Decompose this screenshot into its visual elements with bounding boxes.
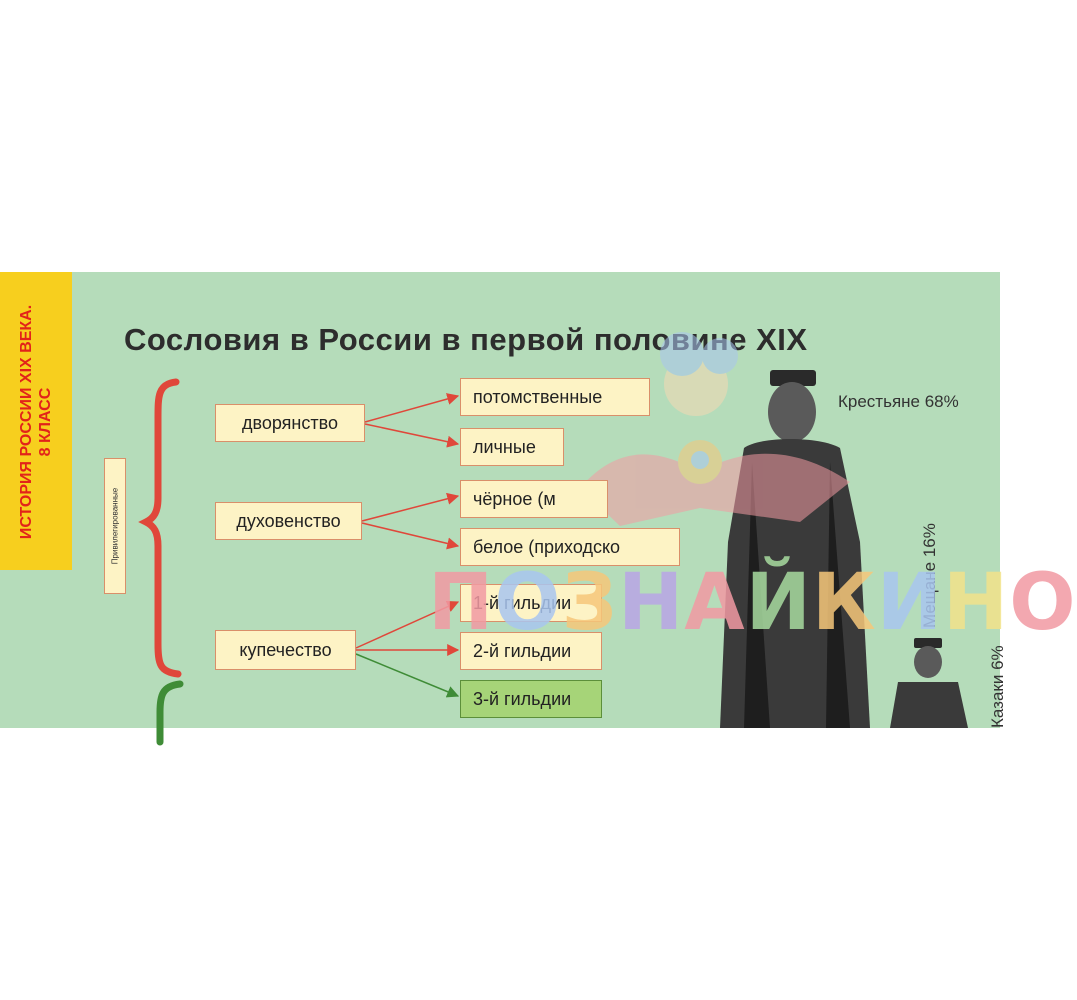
subgroup-black-clergy: чёрное (м xyxy=(460,480,608,518)
arrow-clergy-black xyxy=(361,492,460,522)
peasants-share: Крестьяне 68% xyxy=(838,392,959,411)
arrow-clergy-white xyxy=(361,522,460,550)
subgroup-guild-3: 3-й гильдии xyxy=(460,680,602,718)
cossacks-share: Казаки 6% xyxy=(988,645,1007,728)
arrow-nobility-hereditary xyxy=(364,393,460,423)
subgroup-guild-2: 2-й гильдии xyxy=(460,632,602,670)
subgroup-personal: личные xyxy=(460,428,564,466)
subgroup-hereditary: потомственные xyxy=(460,378,650,416)
poster: ИСТОРИЯ РОССИИ XIX ВЕКА. 8 КЛАСС Сослови… xyxy=(0,272,1076,746)
subgroup-guild-1: 1-й гильдии xyxy=(460,584,602,622)
estate-merchants: купечество xyxy=(215,630,356,670)
arrow-merchants-guild3 xyxy=(355,653,460,698)
arrow-nobility-personal xyxy=(364,423,460,448)
diagram-connectors xyxy=(138,332,968,746)
watermark-logo: ПОЗНАЙКИНО xyxy=(428,558,1077,648)
privileged-label: Привилегированные xyxy=(104,458,126,594)
arrow-merchants-guild1 xyxy=(355,600,460,649)
subgroup-white-clergy: белое (приходско xyxy=(460,528,680,566)
estate-clergy: духовенство xyxy=(215,502,362,540)
estate-nobility: дворянство xyxy=(215,404,365,442)
privileged-label-text: Привилегированные xyxy=(110,487,120,565)
mascot-watermark xyxy=(580,332,850,526)
sidebar-banner: ИСТОРИЯ РОССИИ XIX ВЕКА. 8 КЛАСС xyxy=(0,272,72,570)
unprivileged-brace xyxy=(156,680,184,746)
privileged-brace xyxy=(138,378,182,678)
